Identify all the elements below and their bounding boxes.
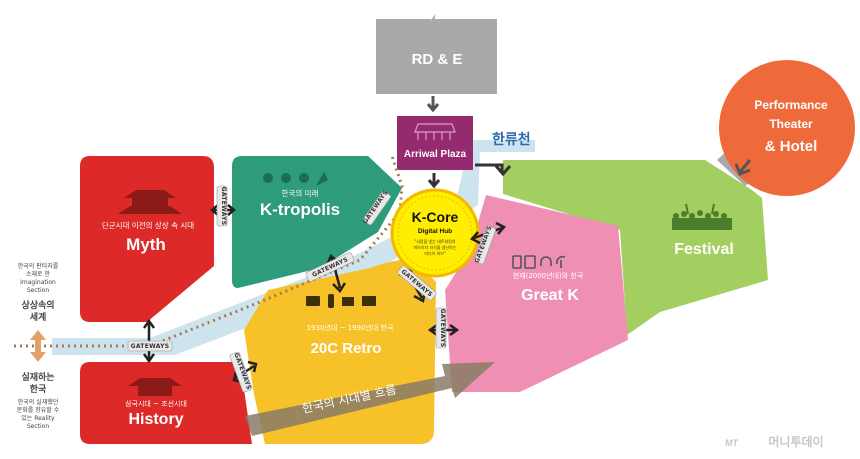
- gateway-label: GATEWAYS: [131, 343, 170, 350]
- performance-line1: Performance: [754, 98, 828, 112]
- lower-desc-1: 한국의 실재했던: [18, 398, 59, 406]
- history-title: History: [128, 411, 183, 428]
- lower-title-1: 실재하는: [21, 371, 54, 383]
- greatk-subtitle: 현재(2000년대)와 한국: [513, 271, 584, 280]
- arrow-icon: [734, 159, 752, 176]
- arrival-title: Arriwal Plaza: [404, 149, 467, 160]
- myth-zone: 단군시대 이전의 상상 속 시대 Myth: [80, 156, 214, 322]
- route-path: [14, 155, 404, 348]
- upper-title-2: 세계: [30, 311, 47, 323]
- gateway-myth-ktropolis: GATEWAYS: [210, 185, 236, 227]
- ktropolis-subtitle: 한국의 미래: [282, 188, 319, 198]
- kcore-desc-3: 미디어 허브": [424, 250, 446, 256]
- updown-arrow-icon: [30, 330, 46, 362]
- watermark-text: 머니투데이: [768, 434, 823, 449]
- gateway-label: GATEWAYS: [220, 187, 227, 226]
- arrow-icon: [475, 163, 512, 177]
- lower-desc-3: 있는 Reality: [21, 414, 55, 422]
- performance-line3: & Hotel: [765, 138, 818, 155]
- myth-title: Myth: [126, 235, 166, 254]
- arrival-zone: Arriwal Plaza: [397, 116, 473, 170]
- watermark: MT 머니투데이: [725, 434, 824, 449]
- performance-zone: Performance Theater & Hotel: [717, 60, 855, 196]
- kcore-title: K-Core: [412, 209, 459, 225]
- side-legend: 한국의 판타지를 소재로 한 Imagination Section 상상속의 …: [17, 262, 60, 430]
- greatk-title: Great K: [521, 287, 579, 304]
- arrow-icon: [426, 96, 440, 113]
- kcore-badge: K-Core Digital Hub "사람을 잇는 네트워킹의 허브이자 지식…: [390, 188, 480, 278]
- ktropolis-title: K-tropolis: [260, 200, 340, 219]
- kcore-subtitle: Digital Hub: [418, 228, 452, 235]
- retro-title: 20C Retro: [311, 340, 382, 357]
- gateway-label: GATEWAYS: [439, 309, 446, 348]
- upper-desc-3: Imagination: [20, 279, 56, 286]
- performance-line2: Theater: [769, 117, 813, 131]
- lower-desc-4: Section: [27, 423, 49, 430]
- crowd-icon: [672, 203, 732, 230]
- devices-icon: [512, 255, 566, 269]
- upper-desc-4: Section: [27, 287, 49, 294]
- kcore-desc-2: 허브이자 지식을 생산하는: [413, 244, 456, 250]
- pagoda-icon: [128, 378, 182, 396]
- gateway-myth-history: GATEWAYS: [127, 318, 173, 364]
- pavilion-icon: [118, 190, 182, 214]
- festival-title: Festival: [674, 241, 734, 258]
- lower-desc-2: 문화를 향유할 수: [17, 406, 60, 414]
- alien-icons: [263, 172, 328, 186]
- history-zone: 삼국시대 ~ 조선시대 History: [80, 362, 252, 444]
- gate-icon: [414, 123, 456, 140]
- gateway-retro-greatk: GATEWAYS: [427, 307, 460, 349]
- ktropolis-zone: 한국의 미래 K-tropolis: [232, 156, 402, 288]
- upper-desc-1: 한국의 판타지를: [18, 262, 59, 270]
- kcore-desc-1: "사람을 잇는 네트워킹의: [414, 238, 456, 244]
- arrow-icon: [427, 173, 441, 189]
- rnd-zone: RD & E: [376, 6, 497, 94]
- retro-subtitle: 1930년대 ~ 1990년대 한국: [307, 323, 394, 332]
- history-subtitle: 삼국시대 ~ 조선시대: [125, 399, 187, 408]
- rnd-title: RD & E: [412, 51, 463, 68]
- stream-label: 한류천: [492, 132, 531, 148]
- upper-desc-2: 소재로 한: [26, 270, 50, 278]
- retro-icons: [306, 294, 376, 308]
- myth-subtitle: 단군시대 이전의 상상 속 시대: [102, 220, 194, 230]
- watermark-logo: MT: [725, 438, 739, 448]
- lower-title-2: 한국: [30, 383, 47, 395]
- festival-zone: Festival: [503, 160, 768, 335]
- upper-title-1: 상상속의: [21, 299, 54, 311]
